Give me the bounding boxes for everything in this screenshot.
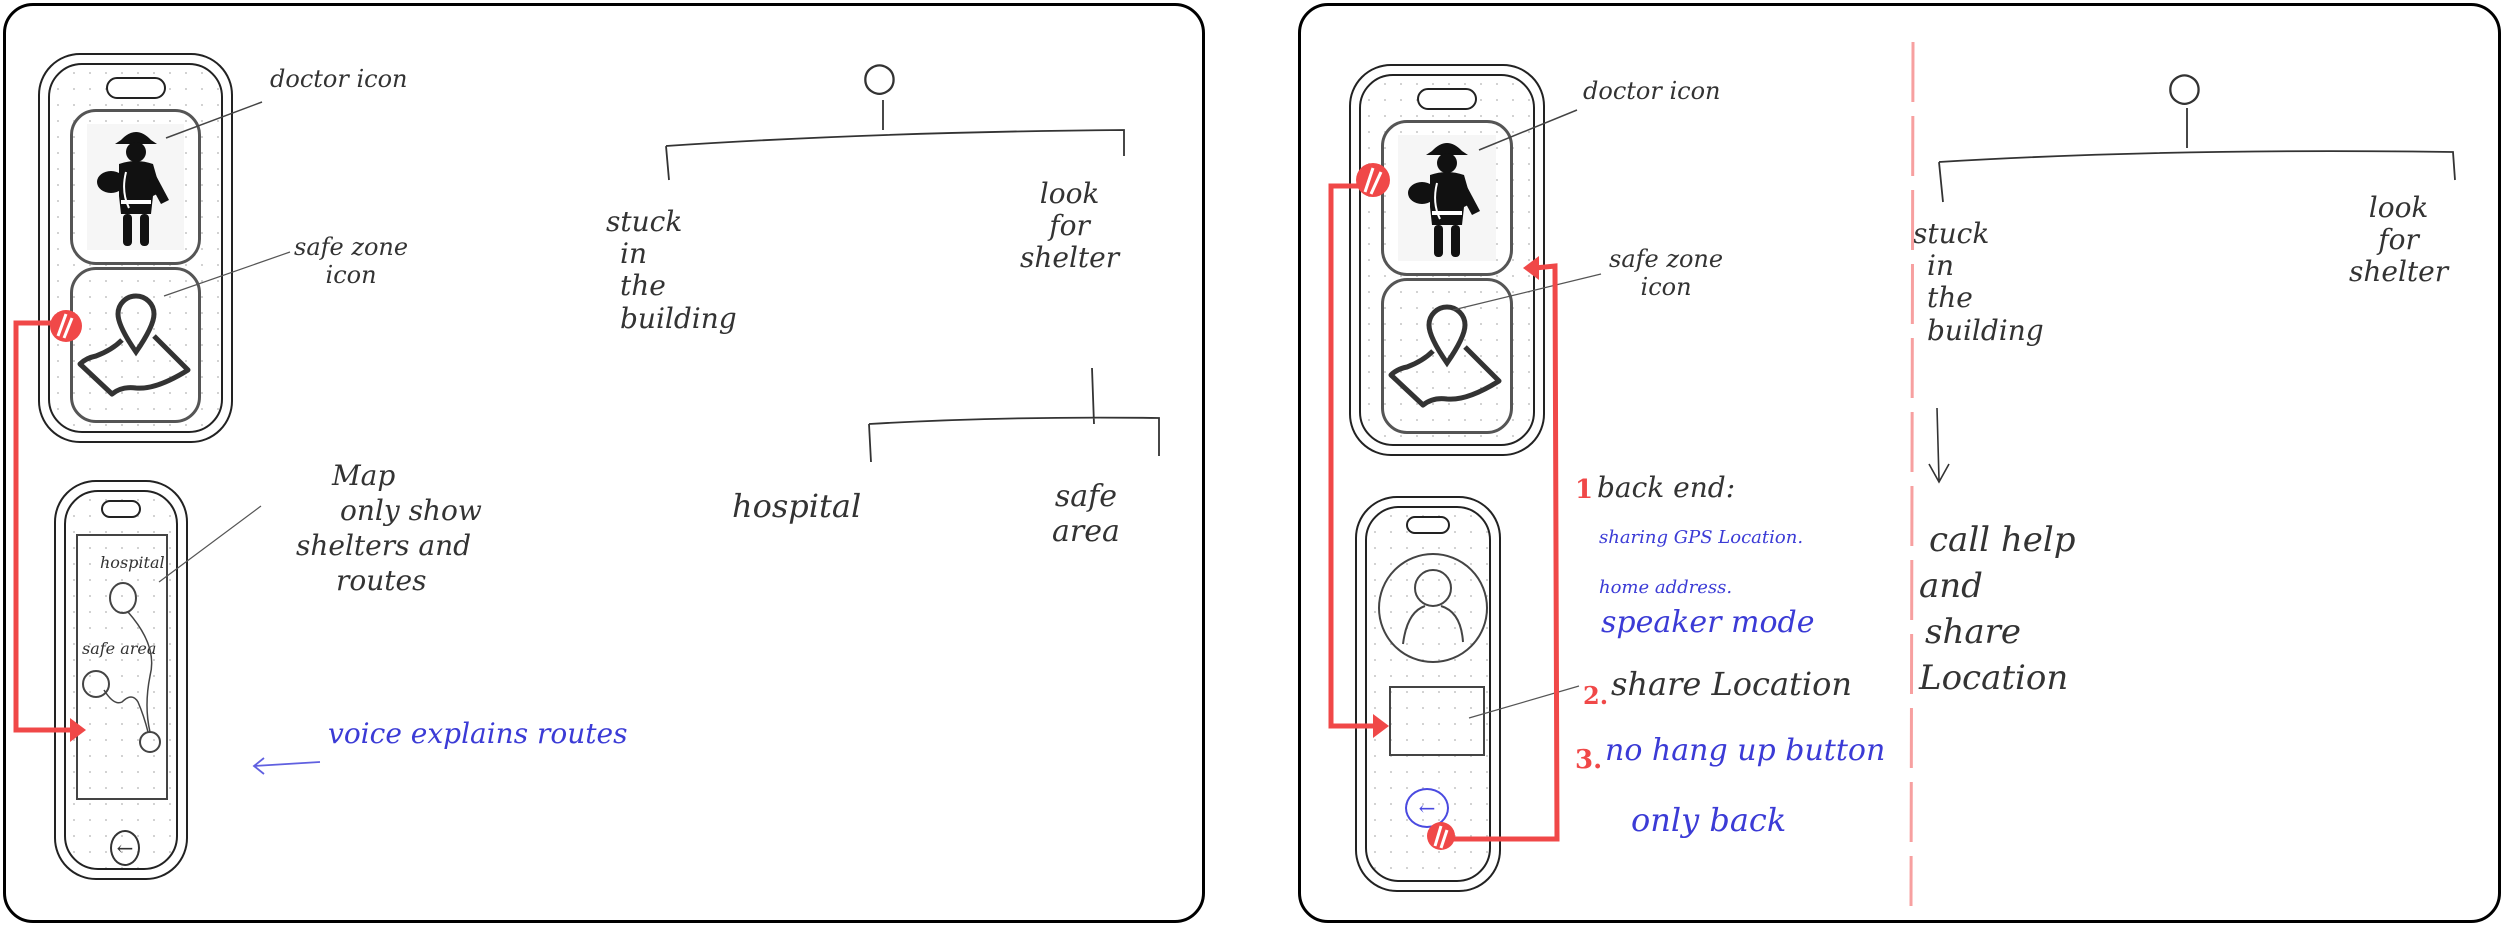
phone-screen: hospital safe area ← — [64, 490, 178, 870]
note-3-number: 3. — [1575, 745, 1603, 775]
tree-node-call-help: call help and share Location — [1919, 520, 2076, 698]
map-view[interactable]: hospital safe area — [76, 534, 168, 800]
note-1-number: 1 — [1575, 475, 1594, 505]
tree-node-stuck: stuck in the building — [1913, 217, 2044, 347]
note-2-number: 2. — [1583, 681, 1609, 710]
safe-zone-annotation: safe zone icon — [294, 233, 409, 289]
phone-screen — [1359, 74, 1535, 446]
phone-notch — [105, 77, 166, 99]
note-1-speaker-mode: speaker mode — [1601, 605, 1815, 640]
home-phone-mockup — [1349, 64, 1545, 456]
phone-notch — [101, 500, 141, 518]
map-annotation: Map only show shelters and routes — [296, 459, 482, 597]
doctor-icon-annotation: doctor icon — [1583, 77, 1721, 105]
safe-zone-icon-button[interactable] — [1381, 278, 1513, 434]
home-phone-mockup — [38, 53, 233, 443]
firefighter-doctor-icon — [96, 132, 169, 246]
tree-node-safe-area: safe area — [1052, 479, 1120, 549]
contact-avatar-icon — [1378, 553, 1488, 663]
map-pin-icon — [1388, 304, 1502, 408]
back-arrow-icon: ← — [1418, 796, 1436, 820]
tree-node-look-for-shelter: look for shelter — [2349, 191, 2449, 289]
share-location-box[interactable] — [1389, 686, 1485, 756]
doctor-icon-button[interactable] — [1381, 120, 1513, 276]
tree-root-node: ○ — [2167, 64, 2202, 110]
back-button[interactable]: ← — [110, 830, 140, 866]
route-lines — [82, 582, 161, 753]
note-1-title: back end: — [1597, 471, 1736, 504]
tree-node-stuck: stuck in the building — [606, 205, 737, 335]
map-hospital-label: hospital — [100, 553, 165, 572]
safe-zone-annotation: safe zone icon — [1609, 245, 1724, 301]
tree-root-node: ○ — [862, 54, 897, 100]
back-arrow-icon: ← — [116, 836, 134, 860]
firefighter-doctor-icon — [1408, 143, 1480, 257]
call-phone-mockup: ← — [1355, 496, 1501, 892]
phone-screen: ← — [1365, 506, 1491, 882]
doctor-icon-button[interactable] — [70, 109, 201, 265]
note-1-home-address: home address. — [1599, 577, 1733, 598]
doctor-icon-annotation: doctor icon — [270, 65, 408, 93]
map-phone-mockup: hospital safe area ← — [54, 480, 188, 880]
safe-zone-icon-button[interactable] — [70, 267, 201, 423]
phone-notch — [1417, 88, 1477, 110]
note-3-only-back: only back — [1631, 801, 1787, 839]
note-1-gps: sharing GPS Location. — [1599, 527, 1804, 548]
voice-annotation: voice explains routes — [328, 717, 628, 750]
map-safe-area-label: safe area — [82, 639, 157, 658]
phone-screen — [48, 63, 223, 433]
right-sketch-panel: ← doctor icon safe zone icon 1 back end:… — [1298, 3, 2501, 923]
tree-node-hospital: hospital — [732, 487, 862, 525]
back-button[interactable]: ← — [1405, 788, 1449, 828]
note-2-text: share Location — [1611, 665, 1852, 703]
left-sketch-panel: hospital safe area ← doctor icon safe zo… — [3, 3, 1205, 923]
map-pin-icon — [77, 293, 190, 397]
note-3-text: no hang up button — [1605, 733, 1886, 768]
phone-notch — [1406, 516, 1450, 534]
tree-node-look-for-shelter: look for shelter — [1020, 177, 1120, 275]
